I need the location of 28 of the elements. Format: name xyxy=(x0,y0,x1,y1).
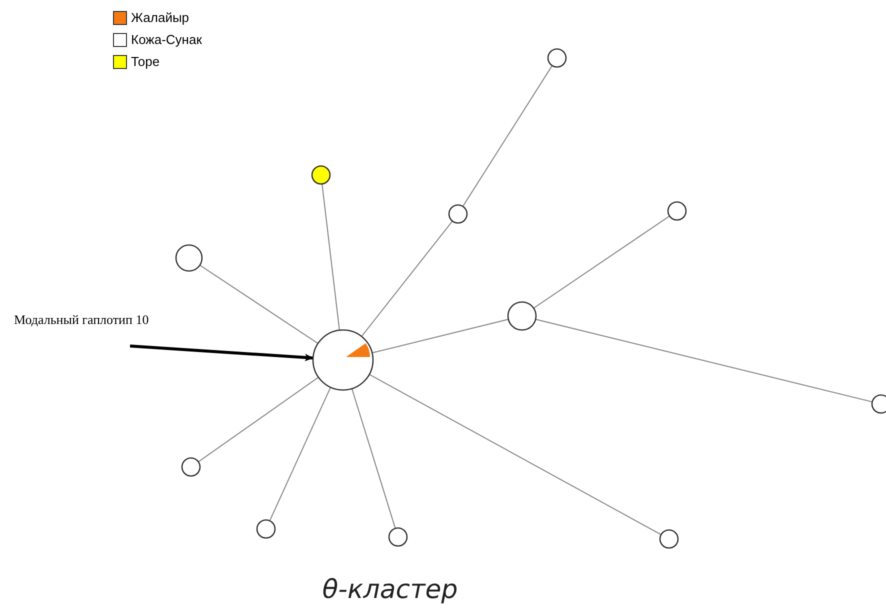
legend-label: Торе xyxy=(131,54,160,70)
arrow xyxy=(130,344,314,362)
legend-label: Жалайыр xyxy=(131,10,190,26)
haplotype-circle xyxy=(175,244,203,272)
connector-line xyxy=(372,318,509,354)
caption: θ-кластер xyxy=(321,574,459,606)
haplotype-circle xyxy=(659,529,679,549)
connector-line xyxy=(535,318,872,402)
haplotype-circle xyxy=(448,204,468,224)
haplotype-circle xyxy=(667,201,687,221)
haplotype-circle xyxy=(181,457,201,477)
haplotype-circle xyxy=(312,329,374,391)
haplotype-circle xyxy=(388,527,408,547)
connector-line xyxy=(369,374,662,536)
connector-line xyxy=(533,216,670,309)
haplotype-circle xyxy=(311,165,331,185)
haplotype-circle xyxy=(507,301,537,331)
connector-line xyxy=(200,264,318,344)
connector-line xyxy=(361,220,453,337)
haplotype-circle xyxy=(547,48,567,68)
connector-line xyxy=(462,65,553,207)
legend-label: Кожа-Сунак xyxy=(131,32,202,48)
connector-line xyxy=(351,388,396,529)
connector-line xyxy=(269,387,332,522)
connector-line xyxy=(322,184,340,330)
callout-text: Модальный гаплотип 10 xyxy=(14,312,150,328)
connector-line xyxy=(198,376,319,462)
haplotype-circle xyxy=(256,519,276,539)
